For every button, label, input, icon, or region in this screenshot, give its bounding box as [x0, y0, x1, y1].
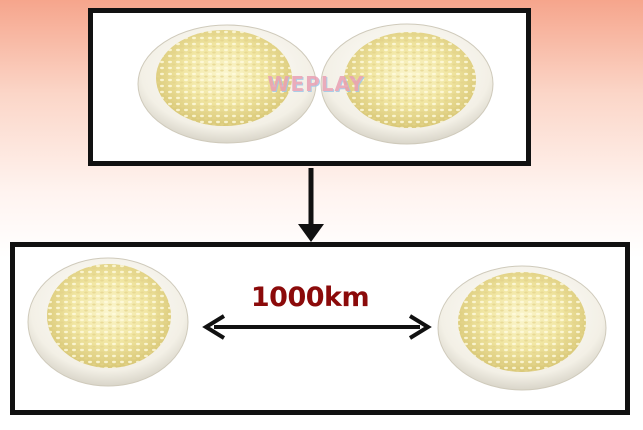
double-arrow-icon	[202, 314, 432, 340]
down-arrow-icon	[298, 168, 324, 242]
watermark-logo: WEPLAY	[267, 72, 365, 96]
distance-label: 1000km	[250, 282, 370, 313]
rice-plate-bottom-left	[27, 257, 189, 387]
rice-plate-bottom-right	[437, 265, 607, 391]
rice-plate-top-right	[320, 23, 494, 145]
rice-plate-top-left	[137, 24, 317, 144]
